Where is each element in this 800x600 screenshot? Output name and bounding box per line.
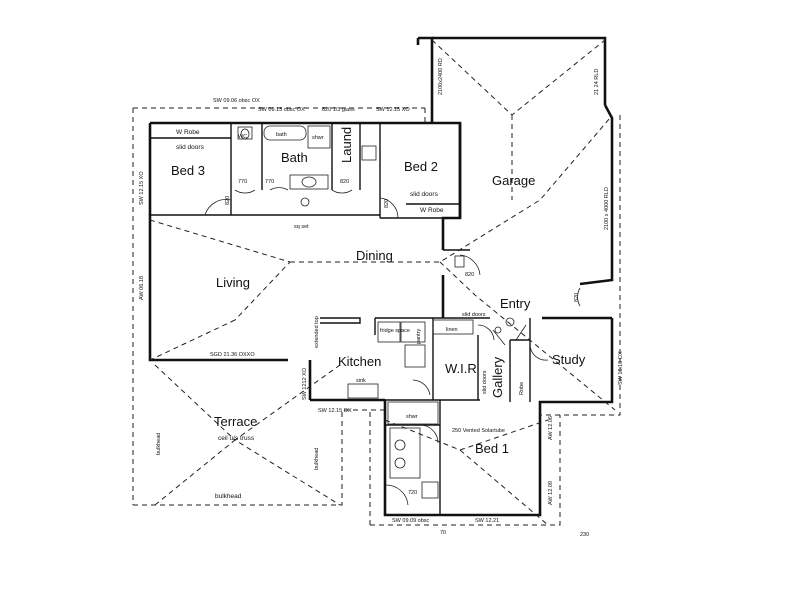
light-symbols [300, 197, 515, 334]
pantry-label: pantry [416, 328, 422, 344]
dimension-bottom-right: 230 [580, 532, 589, 538]
room-label-gallery: Gallery [490, 356, 505, 398]
ensuite-shower-label: shwr [406, 414, 418, 420]
fridge-space-label: fridge space [380, 328, 410, 334]
room-label-kitchen: Kitchen [338, 354, 381, 369]
terrace-bulkhead-label: bulkhead [215, 493, 242, 500]
linen-label: linen [446, 327, 458, 333]
entry-slid-doors-label: slid doors [462, 312, 486, 318]
window-kitchen-1: SW 1212 XO [302, 367, 308, 400]
study-robe-label: Robe [519, 382, 525, 395]
ensuite-fixtures [387, 401, 439, 499]
door-swings [204, 187, 581, 506]
door-820-a: 820 [340, 179, 349, 185]
room-label-terrace: Terrace [214, 414, 257, 429]
room-label-garage: Garage [492, 173, 535, 188]
room-label-study: Study [552, 352, 586, 367]
room-label-dining: Dining [356, 248, 393, 263]
door-820-d: 820 [465, 272, 474, 278]
bed2-slid-doors-label: slid doors [410, 191, 439, 198]
room-label-bath: Bath [281, 150, 308, 165]
window-bed1-side: AW 12.06 [548, 416, 554, 440]
window-kitchen-2: SW 12.15 OX [318, 408, 352, 414]
window-bed1-side-2: AW 12.09 [548, 481, 554, 505]
garage-door-label: 2100 x 4000 RLD [604, 187, 610, 230]
room-label-living: Living [216, 275, 250, 290]
terrace-right-bulkhead: bulkhead [314, 448, 320, 470]
room-label-wir: W.I.R [445, 361, 477, 376]
window-bottom-1: SW 09.09 obsc [392, 518, 430, 524]
window-top-1: SW 09.06 obsc OX [213, 98, 260, 104]
door-770-b: 770 [265, 179, 274, 185]
door-720: 720 [408, 490, 417, 496]
door-820-e: 820 [574, 293, 580, 302]
window-top-2: SW 09.13 obsc OX [258, 107, 305, 113]
window-bottom-2: SW 12.21 [475, 518, 499, 524]
bed3-robe-label: W Robe [176, 129, 200, 136]
terrace-left-bulkhead: bulkhead [156, 433, 162, 455]
gallery-slid-doors-label: slid doors [482, 370, 488, 394]
window-top-4: SW 12.15 XO [376, 107, 410, 113]
window-top-3: 820 1/3 glass [322, 107, 355, 113]
room-label-bed3: Bed 3 [171, 163, 205, 178]
bed3-slid-doors-label: slid doors [176, 144, 205, 151]
extended-top-label: extended top [314, 316, 320, 348]
exterior-walls [148, 36, 614, 517]
dimension-bottom-mid: 70 [440, 530, 446, 536]
window-garage-top: 2100x2400 RD [438, 58, 444, 95]
window-left-2: AW 06.18 [139, 276, 145, 300]
door-820-b: 820 [225, 196, 231, 205]
kitchen-fixtures [347, 319, 474, 399]
window-sgd: SGD 21.36 OXXO [210, 352, 255, 358]
shower-label: shwr [312, 135, 324, 141]
door-820-c: 820 [384, 199, 390, 208]
terrace-ceiling-note: ceil u/s truss [218, 435, 255, 442]
window-study-side: SW 15.18 OX [618, 351, 624, 385]
roof-lines [132, 39, 621, 526]
bed2-robe-label: W Robe [420, 207, 444, 214]
room-label-laundry: Laund [339, 127, 354, 163]
sq-set-label: sq set [294, 224, 309, 230]
room-label-bed2: Bed 2 [404, 159, 438, 174]
bathroom-fixtures [237, 125, 377, 190]
room-label-entry: Entry [500, 296, 531, 311]
window-garage-right: 21 24 RLD [594, 69, 600, 95]
bath-fixture-label: bath [276, 132, 287, 138]
sink-label: sink [356, 378, 366, 384]
wc-label: WC [238, 134, 247, 140]
door-770-a: 770 [238, 179, 247, 185]
solartube-note: 250 Vented Solartube [452, 428, 505, 434]
room-label-bed1: Bed 1 [475, 441, 509, 456]
window-left-1: SW 12.15 XO [139, 171, 145, 205]
